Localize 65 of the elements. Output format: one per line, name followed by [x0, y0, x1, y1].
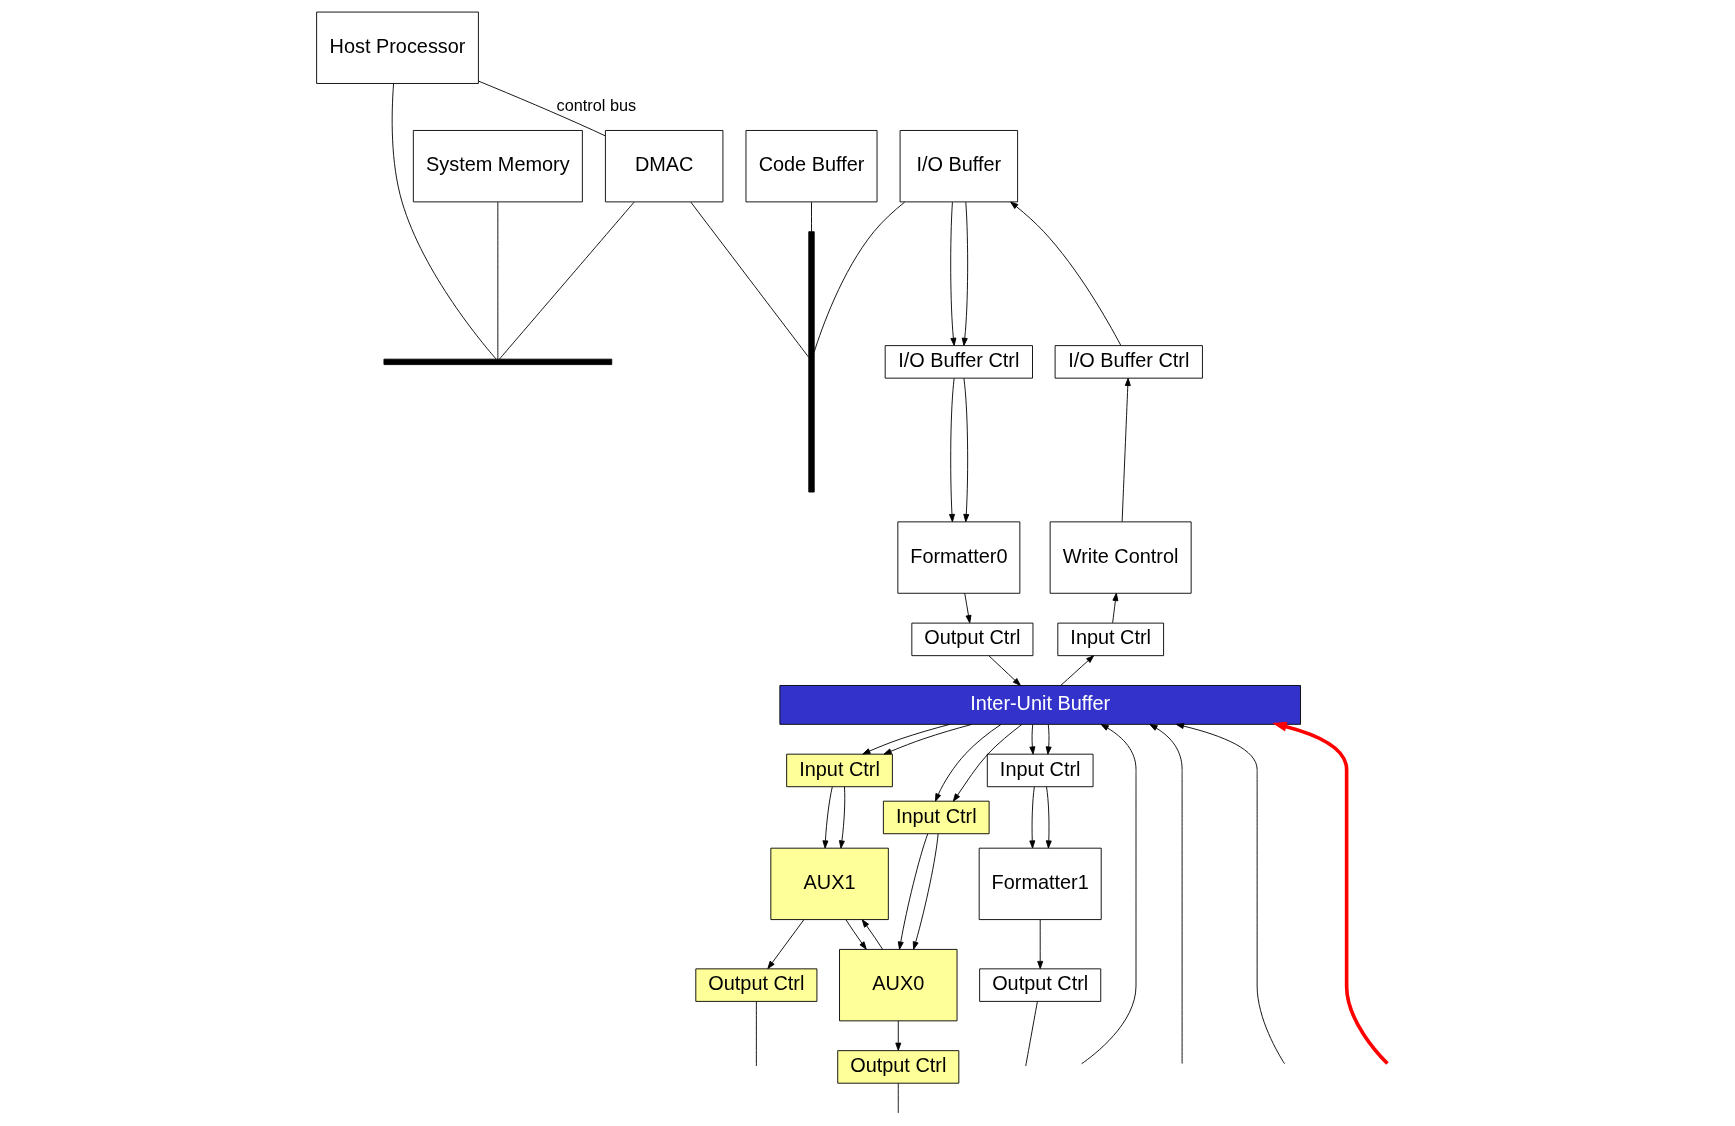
- arrow: [1045, 786, 1052, 849]
- node-bar: [807, 231, 815, 493]
- arrow: [963, 592, 971, 624]
- arrow: [766, 919, 804, 970]
- arrow: [894, 1020, 901, 1051]
- node-box: I/O Buffer Ctrl: [884, 345, 1033, 379]
- arrow: [1036, 919, 1043, 970]
- node-box: I/O Buffer: [899, 130, 1018, 203]
- node-box: Formatter0: [896, 521, 1020, 594]
- connector: [1024, 1001, 1038, 1067]
- connector: [810, 201, 812, 233]
- connector: [689, 201, 809, 358]
- arrow: [912, 833, 939, 950]
- arrow: [1028, 786, 1035, 849]
- node-box: Input Ctrl: [785, 753, 893, 788]
- node-box: Inter-Unit Buffer: [778, 685, 1301, 725]
- node-box: Output Ctrl: [910, 622, 1033, 657]
- node-bar: [383, 358, 612, 366]
- connector: [391, 83, 496, 360]
- node-box: Host Processor: [315, 11, 479, 84]
- arrow: [838, 786, 845, 849]
- arrow: [1009, 201, 1121, 346]
- node-box: Input Ctrl: [986, 753, 1093, 788]
- node-box: Output Ctrl: [694, 968, 817, 1002]
- arrow: [845, 919, 867, 950]
- arrow: [1028, 724, 1035, 755]
- arrow: [1111, 592, 1118, 624]
- node-box: Output Ctrl: [836, 1050, 959, 1084]
- node-box: DMAC: [604, 130, 723, 203]
- connector: [755, 1001, 757, 1067]
- arrow: [987, 655, 1021, 686]
- node-box: Input Ctrl: [1056, 622, 1164, 657]
- arrow: [821, 786, 833, 849]
- arrow: [1059, 655, 1094, 686]
- arrow: [1175, 723, 1285, 1065]
- node-box: Write Control: [1049, 521, 1192, 594]
- node-box: I/O Buffer Ctrl: [1054, 345, 1203, 379]
- node-box: AUX1: [769, 847, 889, 921]
- connector: [813, 201, 905, 353]
- arrow: [949, 201, 956, 346]
- arrow: [934, 724, 1001, 802]
- arrow: [952, 724, 1022, 802]
- connector: [477, 80, 605, 137]
- node-box: Input Ctrl: [882, 800, 990, 835]
- arrow: [961, 201, 968, 346]
- connector: [496, 201, 498, 360]
- arrow: [1121, 377, 1131, 523]
- arrow: [897, 833, 928, 950]
- arrow: [1045, 724, 1052, 755]
- node-box: Code Buffer: [745, 130, 877, 203]
- arrow: [962, 377, 969, 523]
- arrow: [1148, 724, 1183, 1064]
- connector: [498, 201, 634, 360]
- arrow: [861, 723, 950, 755]
- arrow: [1271, 721, 1389, 1065]
- arrow: [861, 919, 883, 950]
- edge-label: control bus: [556, 95, 636, 114]
- arrow: [948, 377, 955, 523]
- node-box: Output Ctrl: [978, 968, 1101, 1002]
- connector: [897, 1082, 899, 1114]
- arrow: [1080, 723, 1136, 1065]
- arrow: [883, 723, 972, 755]
- node-box: Formatter1: [978, 847, 1102, 921]
- node-box: System Memory: [412, 130, 583, 203]
- node-box: AUX0: [838, 948, 957, 1022]
